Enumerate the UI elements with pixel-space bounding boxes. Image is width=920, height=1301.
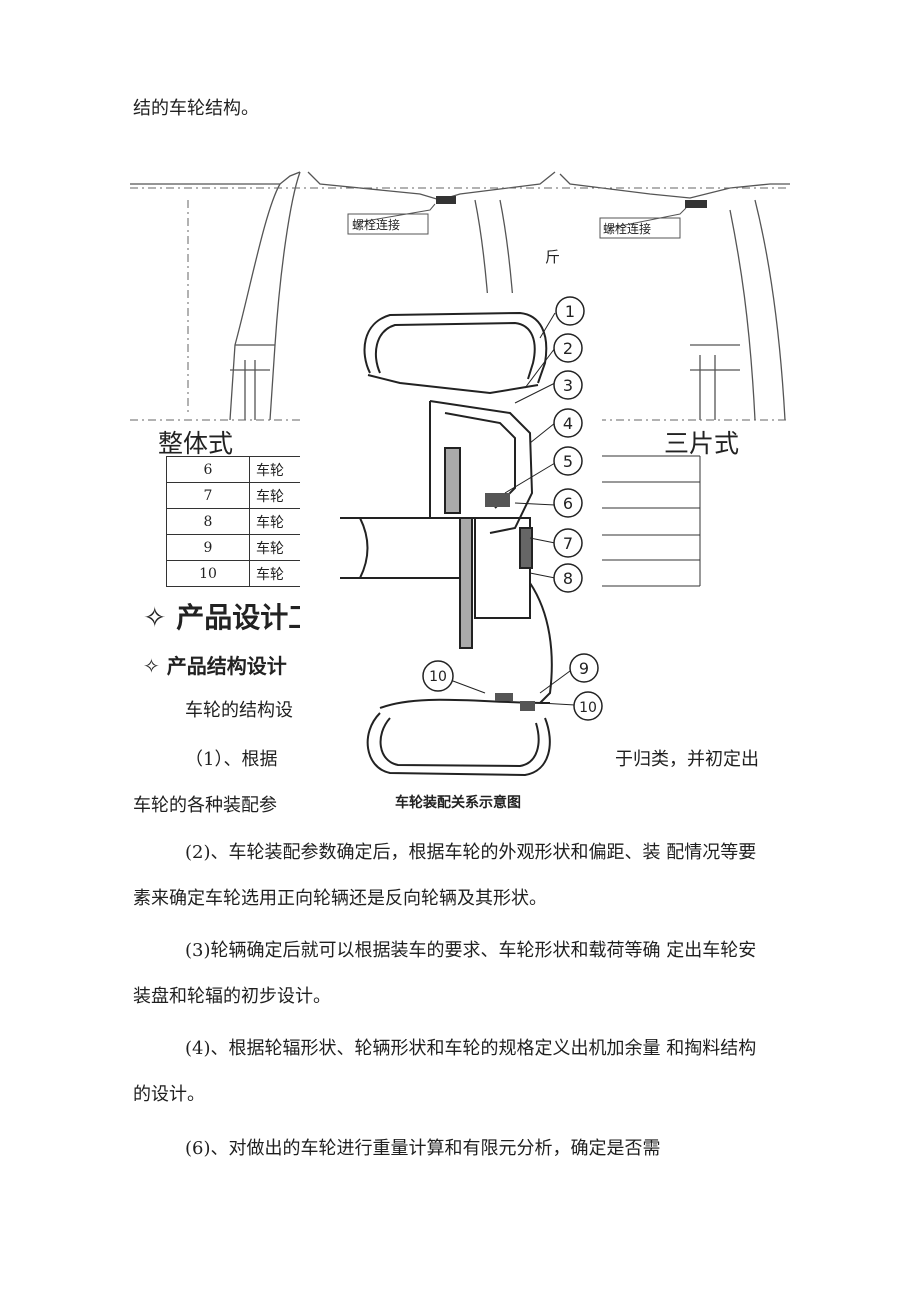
callout-5: 5 [563,452,573,471]
paragraph-4-line-1: (4)、根据轮辐形状、轮辆形状和车轮的规格定义出机加余量 和掏料结构 [185,1038,757,1059]
callout-9: 9 [579,659,589,678]
callout-10: 10 [579,700,597,716]
callout-3: 3 [563,376,573,395]
assembly-figure-backdrop [300,293,602,815]
callout-10-left: 10 [429,669,447,685]
label-integral: 整体式 [158,429,234,458]
bolt-label-right: 螺栓连接 [603,222,652,236]
callout-2: 2 [563,339,573,358]
assembly-figure: 1 2 3 4 5 6 7 8 9 10 10 [340,296,603,777]
paragraph-2-line-2: 素来确定车轮选用正向轮辆还是反向轮辆及其形状。 [133,888,547,909]
intro-text: 结的车轮结构。 [133,98,259,119]
callout-7: 7 [563,534,573,553]
paragraph-4-line-2: 的设计。 [133,1084,205,1105]
paragraph-6-line-1: (6)、对做出的车轮进行重量计算和有限元分析，确定是否需 [185,1138,661,1159]
bolt-label-center: 螺栓连接 [352,218,401,232]
partial-paragraph-left: （1）、根据 [185,749,278,770]
paragraph-3-line-1: (3)轮辆确定后就可以根据装车的要求、车轮形状和载荷等确 定出车轮安 [185,940,757,961]
label-three-piece: 三片式 [664,429,740,458]
partial-paragraph-right: 于归类，并初定出 [615,749,759,770]
callout-1: 1 [565,302,575,321]
callout-8: 8 [563,569,573,588]
figure-glyph: 斤 [545,248,561,266]
sub-heading: ✧ 产品结构设计 [143,654,287,678]
paragraph-2-line-1: (2)、车轮装配参数确定后，根据车轮的外观形状和偏距、装 配情况等要 [185,842,757,863]
partial-paragraph: 车轮的结构设 [185,700,293,721]
table-lines-right [600,455,701,587]
partial-paragraph-line: 车轮的各种装配参 [133,795,277,816]
callout-4: 4 [563,414,573,433]
paragraph-3-line-2: 装盘和轮辐的初步设计。 [133,986,331,1007]
section-heading: ✧ 产品设计工 [143,601,317,634]
assembly-figure-caption: 车轮装配关系示意图 [395,795,521,811]
callout-6: 6 [563,494,573,513]
